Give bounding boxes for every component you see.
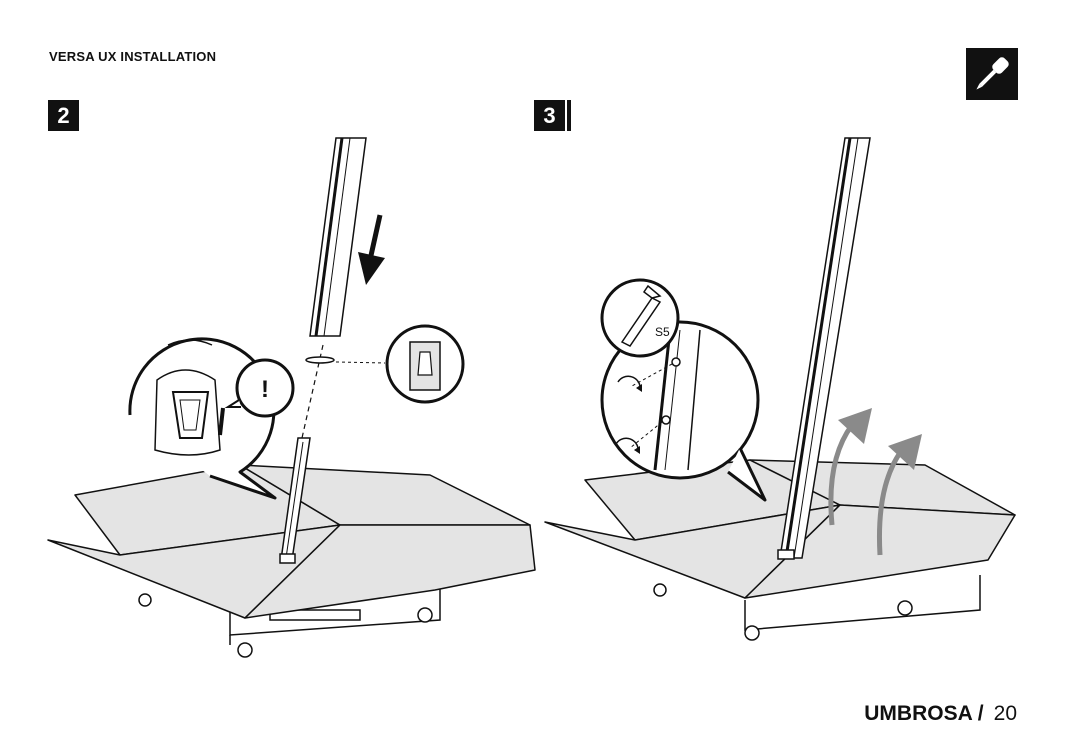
rotate-arrow-icon [617, 375, 641, 387]
step-2-number: 2 [48, 100, 79, 131]
warning-exclamation-icon: ! [261, 376, 269, 403]
step-3-marker-bar [567, 100, 571, 131]
box-panels [47, 464, 536, 619]
warning-callout: ! [224, 358, 295, 418]
box-panels [544, 459, 1016, 599]
bolt-zoom-callout [600, 320, 767, 502]
washer-detail-shape [409, 341, 441, 391]
step-2-illustration: ! [47, 137, 536, 658]
page-number: 20 [993, 702, 1017, 725]
footer-brand: UMBROSA / [864, 702, 984, 725]
insert-down-arrow-icon [358, 214, 385, 285]
screwdriver-icon [976, 57, 1009, 90]
step-3-illustration: S5 [544, 137, 1016, 641]
step-3-number: 3 [534, 100, 565, 131]
base-cart [653, 575, 981, 641]
lower-pole [279, 437, 311, 564]
alignment-line [301, 344, 324, 439]
washer [305, 356, 335, 364]
upright-pole [777, 137, 871, 560]
hex-key-callout: S5 [600, 278, 680, 358]
page-footer: UMBROSA / 20 [864, 702, 1017, 726]
tool-badge [966, 48, 1018, 100]
upper-pole [309, 137, 367, 337]
hex-key-size-label: S5 [655, 325, 670, 339]
rotate-arrow-icon [615, 437, 639, 449]
document-header-title: VERSA UX INSTALLATION [49, 49, 217, 64]
hex-key-icon [620, 297, 662, 347]
base-cart [138, 585, 441, 658]
lift-arrows-icon [828, 408, 922, 556]
